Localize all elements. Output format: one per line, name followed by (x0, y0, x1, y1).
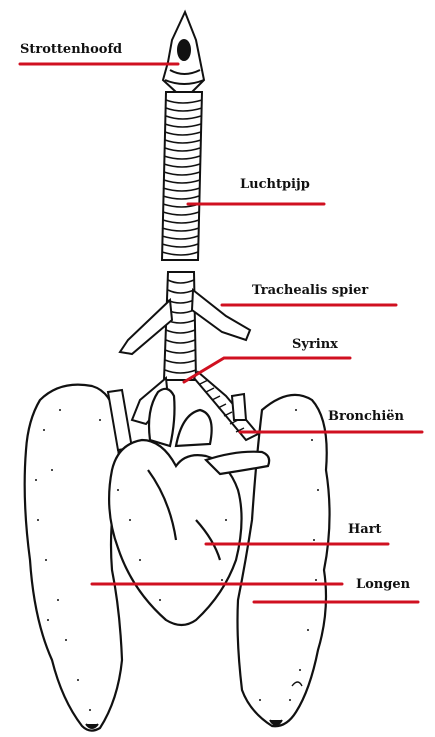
label-luchtpijp: Luchtpijp (240, 178, 310, 191)
label-bronchien: Bronchiën (328, 410, 404, 423)
right-lung (238, 395, 330, 726)
label-syrinx: Syrinx (292, 338, 338, 351)
label-longen: Longen (356, 578, 410, 591)
label-strottenhoofd: Strottenhoofd (20, 43, 122, 56)
label-hart: Hart (348, 523, 382, 536)
trachea-upper (162, 92, 202, 260)
trachea-lower (164, 272, 196, 380)
leader-line-syrinx (184, 358, 350, 382)
label-trachealis-spier: Trachealis spier (252, 284, 368, 297)
left-lung (25, 385, 122, 731)
larynx-shape (163, 12, 204, 92)
